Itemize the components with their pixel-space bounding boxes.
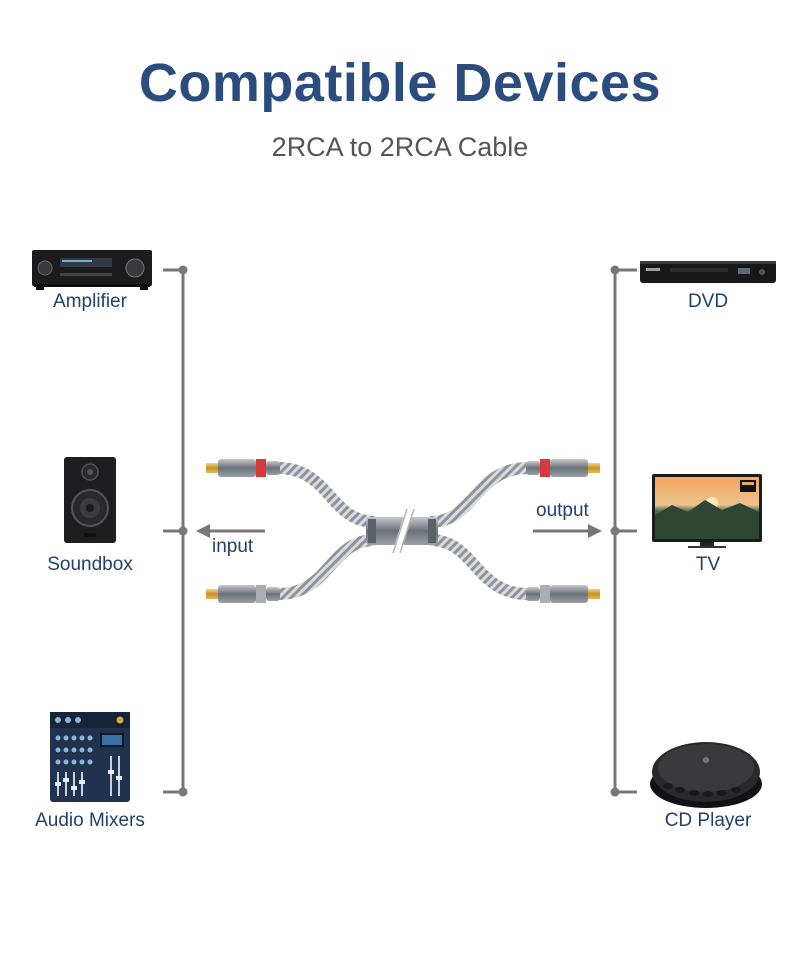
page-title: Compatible Devices [138, 53, 662, 113]
input-label: input [212, 536, 254, 557]
speaker-icon [64, 457, 116, 543]
left-bracket-dot [178, 265, 188, 275]
device-label-tv: TV [695, 554, 721, 575]
output-label: output [536, 500, 589, 521]
rca-plug-right-top [526, 459, 600, 477]
cable-left-top [277, 462, 376, 528]
device-label-audio-mixers: Audio Mixers [35, 810, 145, 831]
rca-plug-right-bottom [526, 585, 600, 603]
rca-plug-left-top [206, 459, 280, 477]
device-label-amplifier: Amplifier [53, 291, 127, 312]
device-label-cd-player: CD Player [664, 810, 752, 831]
cable-right-bottom [429, 534, 529, 600]
cable-left-bottom [277, 534, 376, 600]
left-bracket-dot [178, 526, 188, 536]
dvd-player-icon [640, 261, 776, 283]
device-label-dvd: DVD [687, 291, 729, 312]
output-arrow-icon [533, 524, 602, 538]
cable-right-top [429, 462, 529, 528]
page-subtitle: 2RCA to 2RCA Cable [271, 132, 529, 162]
rca-cable [206, 459, 600, 603]
right-bracket-dot [610, 787, 620, 797]
input-arrow-icon [196, 524, 265, 538]
cable-break-mark [392, 506, 414, 554]
cd-player-icon [650, 742, 762, 808]
rca-plug-left-bottom [206, 585, 280, 603]
left-bracket-dot [178, 787, 188, 797]
right-bracket-dot [610, 526, 620, 536]
tv-icon [652, 474, 762, 548]
right-bracket-dot [610, 265, 620, 275]
device-label-soundbox: Soundbox [47, 554, 133, 575]
audio-mixer-icon [50, 712, 130, 802]
amplifier-icon [32, 250, 152, 290]
